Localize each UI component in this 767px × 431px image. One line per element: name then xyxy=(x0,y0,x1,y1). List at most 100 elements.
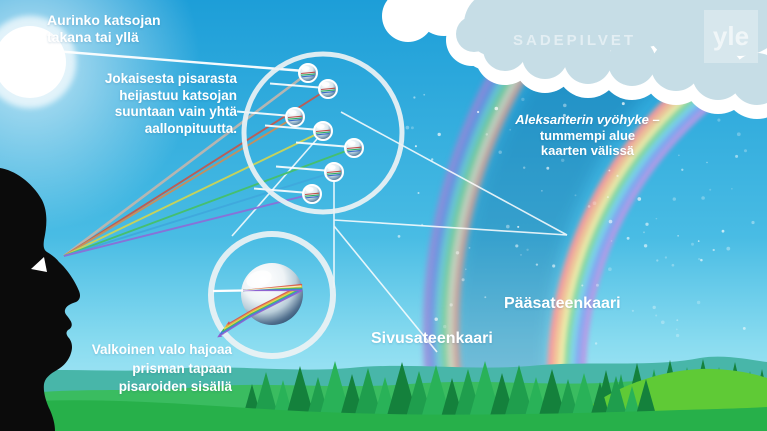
rain-dot xyxy=(608,219,613,224)
rain-dot xyxy=(423,93,426,96)
rain-dot xyxy=(735,154,739,158)
wavelength-rays xyxy=(63,71,355,258)
rain-dot xyxy=(691,242,694,246)
water-droplet xyxy=(285,107,305,127)
rain-dot xyxy=(643,231,645,234)
rain-dot xyxy=(675,333,680,338)
secondary-rainbow-band xyxy=(429,0,552,431)
optics-diagram xyxy=(41,48,568,359)
wavelength-ray xyxy=(63,71,309,258)
sun-disc xyxy=(0,26,66,98)
water-droplet xyxy=(313,121,333,141)
rain-dot xyxy=(465,268,467,271)
rain-dot xyxy=(608,267,612,272)
label-line: Aleksanterin vyöhyke – xyxy=(515,112,660,127)
yle-logo-text: yle xyxy=(712,21,750,51)
observer-eye-icon xyxy=(31,257,47,272)
landscape xyxy=(0,356,767,431)
primary-rainbow-label: Pääsateenkaari xyxy=(504,295,621,312)
rain-dot xyxy=(432,338,435,341)
rain-dot xyxy=(698,257,701,261)
alexander-band-overlay xyxy=(450,0,766,431)
secondary-rainbow-arc xyxy=(423,0,584,431)
secondary-rainbow-band xyxy=(435,0,560,431)
rain-dot xyxy=(417,191,420,195)
rain-dot xyxy=(645,222,649,226)
prism-dispersion-note: Valkoinen valo hajoaa prisman tapaan pis… xyxy=(2,341,232,397)
rain-cloud xyxy=(382,0,767,119)
magnifier-circle-droplets xyxy=(241,51,405,215)
prism-droplet xyxy=(212,263,303,338)
rain-dot xyxy=(660,320,665,325)
rain-dot xyxy=(628,145,632,149)
rain-dot xyxy=(616,174,619,178)
label-line: kaarten välissä xyxy=(540,143,635,158)
rain-dot xyxy=(485,133,489,136)
droplet-reflection-note: Jokaisesta pisarasta heijastuu katsojan … xyxy=(17,71,237,137)
label-line: Aurinko katsojan xyxy=(47,12,161,28)
rain-dot xyxy=(652,305,656,310)
sun-position-label: Aurinko katsojan takana tai yllä xyxy=(47,12,161,46)
rain-dot xyxy=(672,197,676,201)
label-line: pisaroiden sisällä xyxy=(118,379,232,394)
secondary-rainbow-label: Sivusateenkaari xyxy=(371,330,493,347)
rain-dot xyxy=(700,258,703,262)
rain-dot xyxy=(574,194,577,197)
label-line: Valkoinen valo hajoaa xyxy=(91,342,232,357)
incident-sunlight-line xyxy=(269,82,326,89)
rain-dot xyxy=(535,263,539,266)
rain-dot xyxy=(587,205,591,208)
rain-dot xyxy=(477,110,480,114)
rain-dot xyxy=(678,154,680,157)
rain-dot xyxy=(610,240,613,242)
rain-dot xyxy=(437,132,441,137)
rain-dot xyxy=(676,319,679,322)
wavelength-ray xyxy=(63,171,335,257)
pointer-line xyxy=(333,219,568,236)
pointer-line xyxy=(231,138,318,237)
incident-sunlight-lines xyxy=(236,82,352,194)
alexander-band-label: Aleksanterin vyöhyke – tummempi alue kaa… xyxy=(505,112,670,159)
water-droplet xyxy=(302,184,322,204)
label-line: suuntaan vain yhtä xyxy=(114,104,237,119)
rain-dot xyxy=(562,113,566,117)
label-line: Jokaisesta pisarasta xyxy=(104,71,237,86)
rain-dot xyxy=(515,244,519,248)
wavelength-ray xyxy=(63,88,329,257)
rain-dot xyxy=(675,328,678,331)
label-line: tummempi alue xyxy=(539,127,636,143)
pointer-line xyxy=(340,111,568,236)
rain-dot xyxy=(595,283,599,287)
rain-dot xyxy=(410,126,414,130)
incident-sunlight-line xyxy=(295,141,352,148)
rain-dot xyxy=(736,132,741,137)
rain-dot xyxy=(664,256,668,259)
label-line: takana tai yllä xyxy=(47,29,139,45)
rain-dot xyxy=(706,161,708,164)
water-droplet xyxy=(344,138,364,158)
rain-dot xyxy=(726,246,731,251)
rain-dot xyxy=(671,263,675,267)
rain-dot xyxy=(731,188,733,190)
rain-dot xyxy=(552,264,556,268)
wavelength-ray xyxy=(63,130,324,257)
rain-cloud-label: SADEPILVET xyxy=(513,32,637,49)
rain-dot xyxy=(655,217,658,220)
rain-dot xyxy=(449,303,453,307)
rain-dot xyxy=(701,196,705,200)
rain-dot xyxy=(742,326,746,330)
incident-sunlight-line xyxy=(264,124,321,131)
rain-dot xyxy=(717,118,721,122)
rain-dot xyxy=(468,246,471,249)
sunlight-line xyxy=(41,48,305,73)
rain-dot xyxy=(461,278,465,282)
rain-dot xyxy=(498,150,502,154)
rain-dot xyxy=(563,103,567,108)
rain-dot xyxy=(581,284,584,287)
rain-dot xyxy=(455,251,460,255)
rain-dot xyxy=(413,96,416,99)
rain-dot xyxy=(709,188,712,191)
label-line: heijastuu katsojan xyxy=(119,87,237,103)
secondary-rainbow-band xyxy=(453,0,584,431)
